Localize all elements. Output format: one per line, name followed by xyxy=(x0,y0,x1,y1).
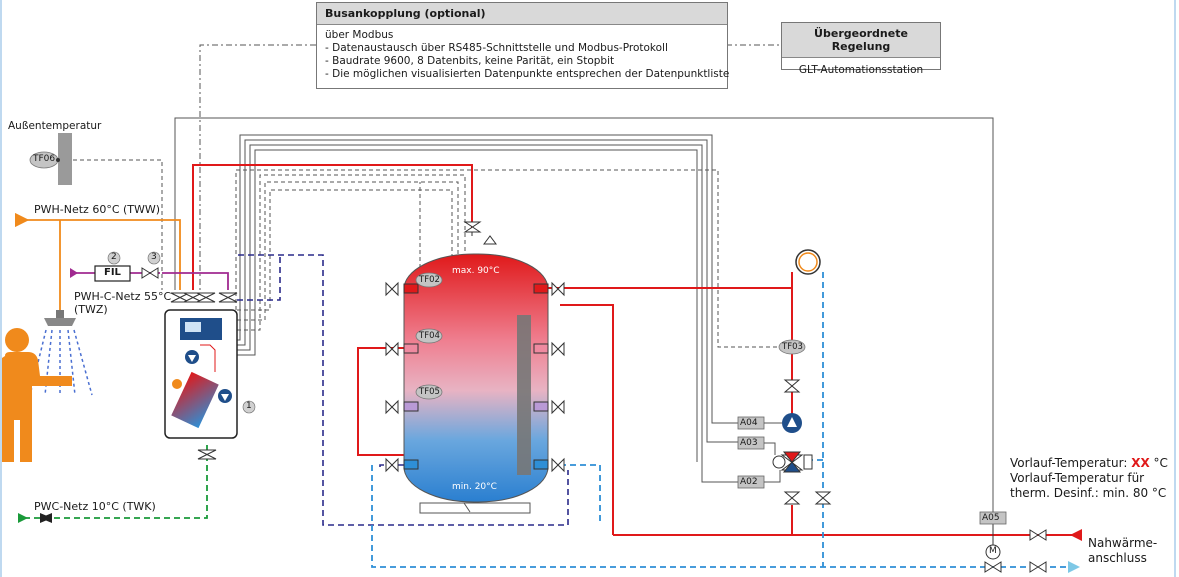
motor-m-label: M xyxy=(989,546,997,556)
badge-2 xyxy=(107,251,121,265)
modbus-signal-line xyxy=(199,44,781,290)
vorlauf-xx-value: XX xyxy=(1131,456,1150,470)
fresh-water-station xyxy=(164,309,238,439)
a04-label: A04 xyxy=(740,418,758,428)
bus-line-2: - Datenaustausch über RS485-Schnittstell… xyxy=(325,42,668,54)
cold-inlet-arrow-icon xyxy=(18,513,28,523)
outdoor-wall xyxy=(58,133,72,185)
circulation-pipe xyxy=(70,272,229,290)
tf06-label: TF06 xyxy=(33,154,56,164)
badge-1 xyxy=(242,400,256,414)
vorlauf-temp-line-2: Vorlauf-Temperatur für xyxy=(1010,471,1145,485)
a03-label: A03 xyxy=(740,438,758,448)
tank-min-label: min. 20°C xyxy=(452,482,497,492)
vorlauf-temp-line-1: Vorlauf-Temperatur: XX °C xyxy=(1010,456,1168,470)
a02-label: A02 xyxy=(740,477,758,487)
pwc-label: PWC-Netz 10°C (TWK) xyxy=(34,500,156,513)
pwhc-label-2: (TWZ) xyxy=(74,303,108,316)
hot-supply-pipes xyxy=(192,164,1080,536)
station-valves xyxy=(141,267,238,460)
supply-arrow-icon xyxy=(1070,529,1082,541)
filter-label: FIL xyxy=(104,267,121,278)
dhw-pipes xyxy=(14,212,181,313)
tf04-label: TF04 xyxy=(419,331,440,341)
buffer-tank xyxy=(403,221,549,514)
vorlauf-temp-line-3: therm. Desinf.: min. 80 °C xyxy=(1010,486,1167,500)
tank-sensors xyxy=(415,272,806,400)
pwhc-label-1: PWH-C-Netz 55°C xyxy=(74,290,172,303)
bus-line-4: - Die möglichen visualisierten Datenpunk… xyxy=(325,68,730,80)
filter xyxy=(94,265,131,282)
heat-source-icon xyxy=(795,249,821,275)
tf05-label: TF05 xyxy=(419,387,440,397)
control-subtitle: GLT-Automationsstation xyxy=(798,64,924,76)
bus-line-3: - Baudrate 9600, 8 Datenbits, keine Pari… xyxy=(325,55,615,67)
return-arrow-icon xyxy=(1068,561,1080,573)
output-boxes xyxy=(737,416,1007,525)
control-wiring xyxy=(174,117,994,512)
num-1: 1 xyxy=(246,401,252,411)
person-icon xyxy=(2,328,72,462)
bus-coupling-box: Busankopplung (optional) über Modbus - D… xyxy=(316,2,730,89)
bus-line-1: über Modbus xyxy=(325,29,394,41)
mixing-valve xyxy=(772,451,813,473)
control-title: Übergeordnete Regelung xyxy=(782,23,940,58)
num-2: 2 xyxy=(111,252,117,262)
badge-3 xyxy=(147,251,161,265)
tank-valves xyxy=(385,281,565,473)
mixing-valves-aux xyxy=(783,379,1047,573)
cold-water-pipe xyxy=(25,445,208,519)
control-box: Übergeordnete Regelung GLT-Automationsst… xyxy=(781,22,941,76)
primary-loop-dashed xyxy=(237,254,569,526)
nahwaerme-label-2: anschluss xyxy=(1088,551,1147,565)
a05-label: A05 xyxy=(982,513,1000,523)
tf03-label: TF03 xyxy=(782,342,803,352)
tf02-label: TF02 xyxy=(419,275,440,285)
outdoor-temp-label: Außentemperatur xyxy=(8,120,102,132)
nahwaerme-label-1: Nahwärme- xyxy=(1088,536,1158,550)
bus-coupling-title: Busankopplung (optional) xyxy=(317,3,727,25)
tank-max-label: max. 90°C xyxy=(452,266,500,276)
num-3: 3 xyxy=(151,252,157,262)
circulation-pump xyxy=(782,413,802,433)
pwh-label: PWH-Netz 60°C (TWW) xyxy=(34,203,161,216)
